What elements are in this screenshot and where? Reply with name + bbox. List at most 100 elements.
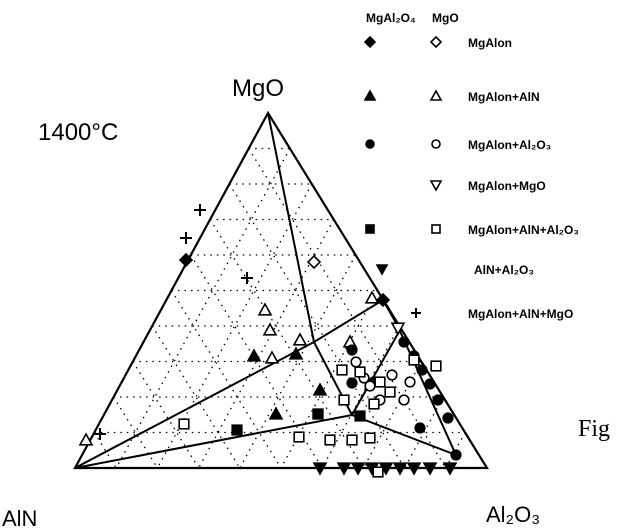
grid-line-l [93,432,117,469]
diamond-open-marker [429,35,443,49]
square-open-marker [324,434,336,446]
circle-filled-marker [442,412,454,424]
triangle-down-open-marker [429,180,443,192]
legend-entry-label: MgAlon [468,36,512,50]
square-open-marker [178,418,190,430]
circle-open-marker [350,356,362,368]
diamond-filled-marker [178,252,194,268]
triangle-down-filled-marker [406,462,422,476]
triangle-up-open-marker [429,89,443,101]
diamond-filled-marker [363,35,377,49]
legend-entry: MgAlon [363,35,512,50]
plus-marker [194,204,206,216]
triangle-down-filled-marker [392,462,408,476]
legend-entry-label: MgAlon+MgO [468,179,546,193]
legend-entry-label: AlN+Al₂O₃ [474,263,534,277]
square-open-marker [372,466,384,478]
data-points [78,204,462,478]
grid-line-l [151,325,241,469]
diamond-open-marker [306,254,322,270]
circle-filled-marker [398,336,410,348]
square-open-marker [374,376,386,388]
square-open-marker [430,360,442,372]
triangle-up-open-marker [264,350,280,364]
legend-entry-label: MgAlon+AlN+MgO [468,307,573,321]
square-open-marker [384,386,396,398]
circle-filled-marker [414,422,426,434]
triangle-down-filled-marker [312,462,328,476]
square-open-marker [368,398,380,410]
square-open-marker [338,394,350,406]
plus-marker [94,428,106,440]
circle-open-marker [404,376,416,388]
square-open-marker [336,364,348,376]
circle-filled-marker [450,449,462,461]
triangle-down-filled-marker [422,462,438,476]
square-open-marker [408,354,420,366]
grid-line-l [248,148,447,469]
legend-entry: MgAlon+Al₂O₃ [365,138,551,152]
square-filled-marker [312,408,324,420]
grid-line-r [321,325,400,469]
plus-marker [180,232,192,244]
grid-line-r [280,290,379,469]
triangle-up-filled-marker [288,346,304,360]
triangle-up-open-marker [262,322,278,336]
boundary-aln-lower [74,413,457,469]
legend-entry-label: MgAlon+Al₂O₃ [468,138,551,152]
vertex-label-mgo: MgO [232,75,284,102]
triangle-up-open-marker [292,332,308,346]
circle-open-marker [398,394,410,406]
figure-label: Fig [578,416,610,442]
triangle-outline [73,110,489,470]
legend-entry: MgAlon+AlN+Al₂O₃ [365,223,579,237]
legend-entry-label: MgAlon+AlN+Al₂O₃ [468,223,579,237]
circle-filled-marker [432,394,444,406]
boundary-aln-upper [74,299,384,469]
triangle-up-filled-marker [268,406,284,420]
circle-filled-marker [346,344,358,356]
circle-filled-marker [346,377,358,389]
circle-filled-marker [416,364,428,376]
grid-line-r [404,396,444,469]
legend-entry: MgAlon+AlN [363,89,540,104]
grid-line-l [132,361,200,469]
triangle-up-filled-marker [246,348,262,362]
square-open-marker [346,434,358,446]
diamond-filled-marker [375,292,391,308]
vertex-label-aln: AlN [2,506,37,530]
circle-open-marker [431,139,441,149]
square-open-marker [364,432,376,444]
triangle-up-open-marker [364,290,380,304]
triangle-up-filled-marker [312,382,328,396]
circle-filled-marker [424,378,436,390]
triangle-up-open-marker [257,302,273,316]
temperature-label: 1400°C [38,119,118,146]
legend-entry: MgAlon+MgO [429,179,546,193]
triangle-down-filled-marker [375,264,389,276]
triangle-down-open-marker [390,322,406,336]
triangle-down-filled-marker [336,462,352,476]
legend-entry: MgAlon+AlN+MgO [411,307,573,321]
triangle-down-filled-marker [442,462,458,476]
legend-col-header-mgo: MgO [432,11,459,25]
vertex-label-al2o3: Al₂O₃ [486,502,540,527]
boundary-right-tie [382,299,457,456]
grid-line-l [170,290,282,469]
phase-boundaries [74,112,457,469]
circle-filled-marker [365,139,375,149]
square-open-marker [354,366,366,378]
triangle-up-filled-marker [363,89,377,101]
square-filled-marker [231,424,243,436]
triangle-up-open-marker [78,432,94,446]
square-open-marker [293,431,305,443]
triangle-down-filled-marker [350,462,366,476]
legend-col-header-mgal2o4: MgAl₂O₄ [366,11,416,25]
legend-entry: AlN+Al₂O₃ [375,263,534,277]
grid-line-l [113,396,158,469]
legend-entry-label: MgAlon+AlN [468,90,540,104]
square-open-marker [431,224,441,234]
dotted-grid [93,147,466,469]
